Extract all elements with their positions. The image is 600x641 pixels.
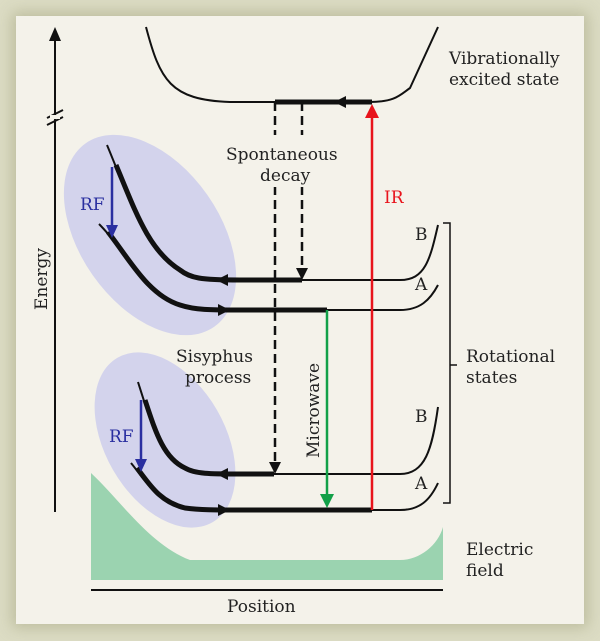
excited-state-label-2: excited state [449,70,559,90]
microwave-label: Microwave [304,363,324,458]
lower-a-arrowhead [218,504,230,516]
state-b-lower-label: B [415,407,428,427]
electric-field-area [91,473,443,580]
excited-state-curve [145,26,439,103]
decay-arrowhead-long [269,462,281,474]
state-a-lower-label: A [414,474,428,494]
ir-arrowhead [365,104,379,118]
excited-state-label-1: Vibrationally [448,49,560,69]
upper-b-arrowhead [216,274,228,286]
rf-label-upper: RF [80,195,105,215]
rotational-bracket [443,222,451,504]
electric-field-label-2: field [466,561,504,581]
rf-arrowhead-upper [106,225,118,238]
upper-a-arrowhead [218,304,230,316]
decay-arrowhead-short [296,268,308,280]
rf-arrowhead-lower [135,459,147,472]
position-axis-label: Position [227,597,296,617]
axis-break-mark-1 [46,109,64,119]
axis-break-mark-2 [46,116,64,126]
electric-field-label-1: Electric [466,540,533,560]
rotational-states-label-2: states [466,368,517,388]
lower-b-arrowhead [216,468,228,480]
spontaneous-decay-label-1: Spontaneous [226,145,338,165]
energy-axis-label: Energy [32,248,52,310]
sisyphus-label-1: Sisyphus [176,347,253,367]
state-b-upper-label: B [415,225,428,245]
sisyphus-label-2: process [185,368,251,388]
rf-label-lower: RF [109,427,134,447]
rotational-states-label-1: Rotational [466,347,555,367]
spontaneous-decay-label-2: decay [260,166,311,186]
microwave-arrowhead [320,494,334,508]
excited-state-arrowhead [334,96,346,108]
sisyphus-ellipse-lower [94,352,236,528]
energy-axis-arrowhead [49,27,61,41]
state-a-upper-label: A [414,275,428,295]
ir-label: IR [384,188,405,208]
